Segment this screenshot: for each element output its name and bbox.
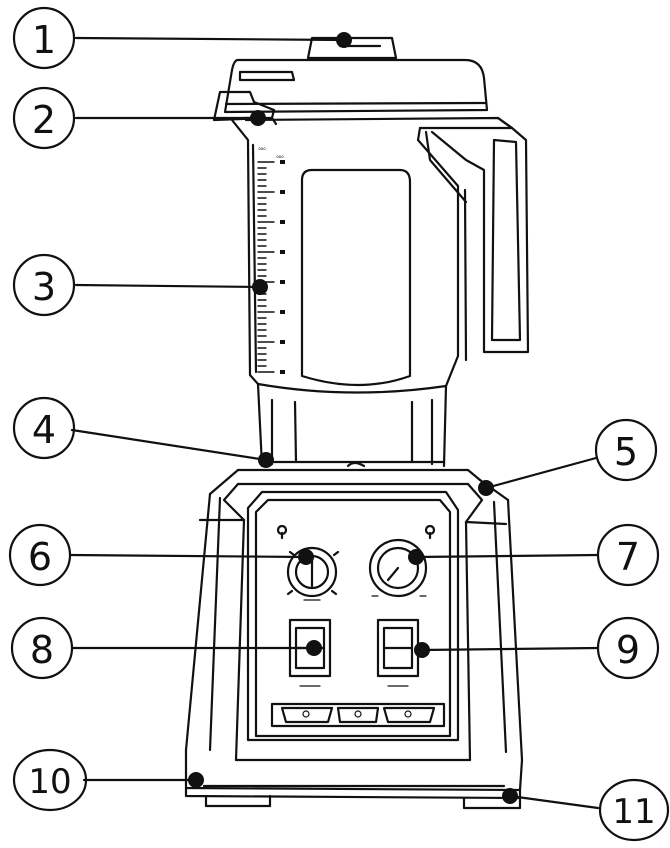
callout-6: 6 bbox=[28, 535, 52, 579]
right-foot bbox=[462, 796, 522, 810]
measurement-scale bbox=[257, 160, 285, 374]
pulse-switch bbox=[376, 618, 420, 687]
callout-circles bbox=[8, 6, 670, 842]
callout-4: 4 bbox=[32, 408, 56, 452]
callout-9: 9 bbox=[616, 628, 640, 672]
motor-base bbox=[184, 461, 524, 810]
callout-8: 8 bbox=[30, 628, 54, 672]
callout-10: 10 bbox=[28, 762, 71, 802]
scale-mark-label bbox=[280, 250, 285, 254]
leader-lines bbox=[68, 36, 600, 810]
scale-mark-label bbox=[280, 220, 285, 224]
scale-mark-label bbox=[280, 310, 285, 314]
leader-dots bbox=[188, 32, 518, 804]
left-foot bbox=[204, 794, 272, 808]
scale-mark-label bbox=[280, 160, 285, 164]
callout-circle-6 bbox=[8, 523, 72, 587]
callout-circle-9 bbox=[596, 616, 660, 680]
callout-circle-2 bbox=[12, 86, 76, 150]
scale-top-mark: ooo bbox=[258, 146, 266, 151]
timer-dial bbox=[368, 524, 436, 598]
callout-circle-11 bbox=[598, 778, 670, 842]
callout-circle-7 bbox=[596, 523, 660, 587]
scale-mark-label bbox=[280, 190, 285, 194]
callout-circle-10 bbox=[12, 748, 88, 812]
callout-1: 1 bbox=[32, 18, 56, 62]
scale-mark-label bbox=[280, 370, 285, 374]
control-panel bbox=[246, 490, 460, 742]
scale-unit-mark: ooo bbox=[276, 154, 284, 159]
callout-11: 11 bbox=[612, 792, 655, 832]
callout-5: 5 bbox=[614, 430, 638, 474]
jar-handle bbox=[430, 116, 530, 354]
callout-circle-8 bbox=[10, 616, 74, 680]
callout-labels: 1 2 3 4 5 6 7 8 9 10 11 bbox=[28, 18, 656, 832]
jar-coupling bbox=[256, 382, 448, 468]
callout-7: 7 bbox=[616, 535, 640, 579]
callout-circle-3 bbox=[12, 253, 76, 317]
jar bbox=[230, 116, 514, 394]
scale-mark-label bbox=[280, 280, 285, 284]
callout-2: 2 bbox=[32, 98, 56, 142]
scale-mark-label bbox=[280, 340, 285, 344]
callout-circle-4 bbox=[12, 396, 76, 460]
program-button-strip bbox=[270, 702, 446, 728]
lid-cap bbox=[306, 36, 398, 60]
callout-circle-1 bbox=[12, 6, 76, 70]
lid bbox=[223, 58, 489, 114]
callout-3: 3 bbox=[32, 265, 56, 309]
callout-circle-5 bbox=[594, 418, 658, 482]
